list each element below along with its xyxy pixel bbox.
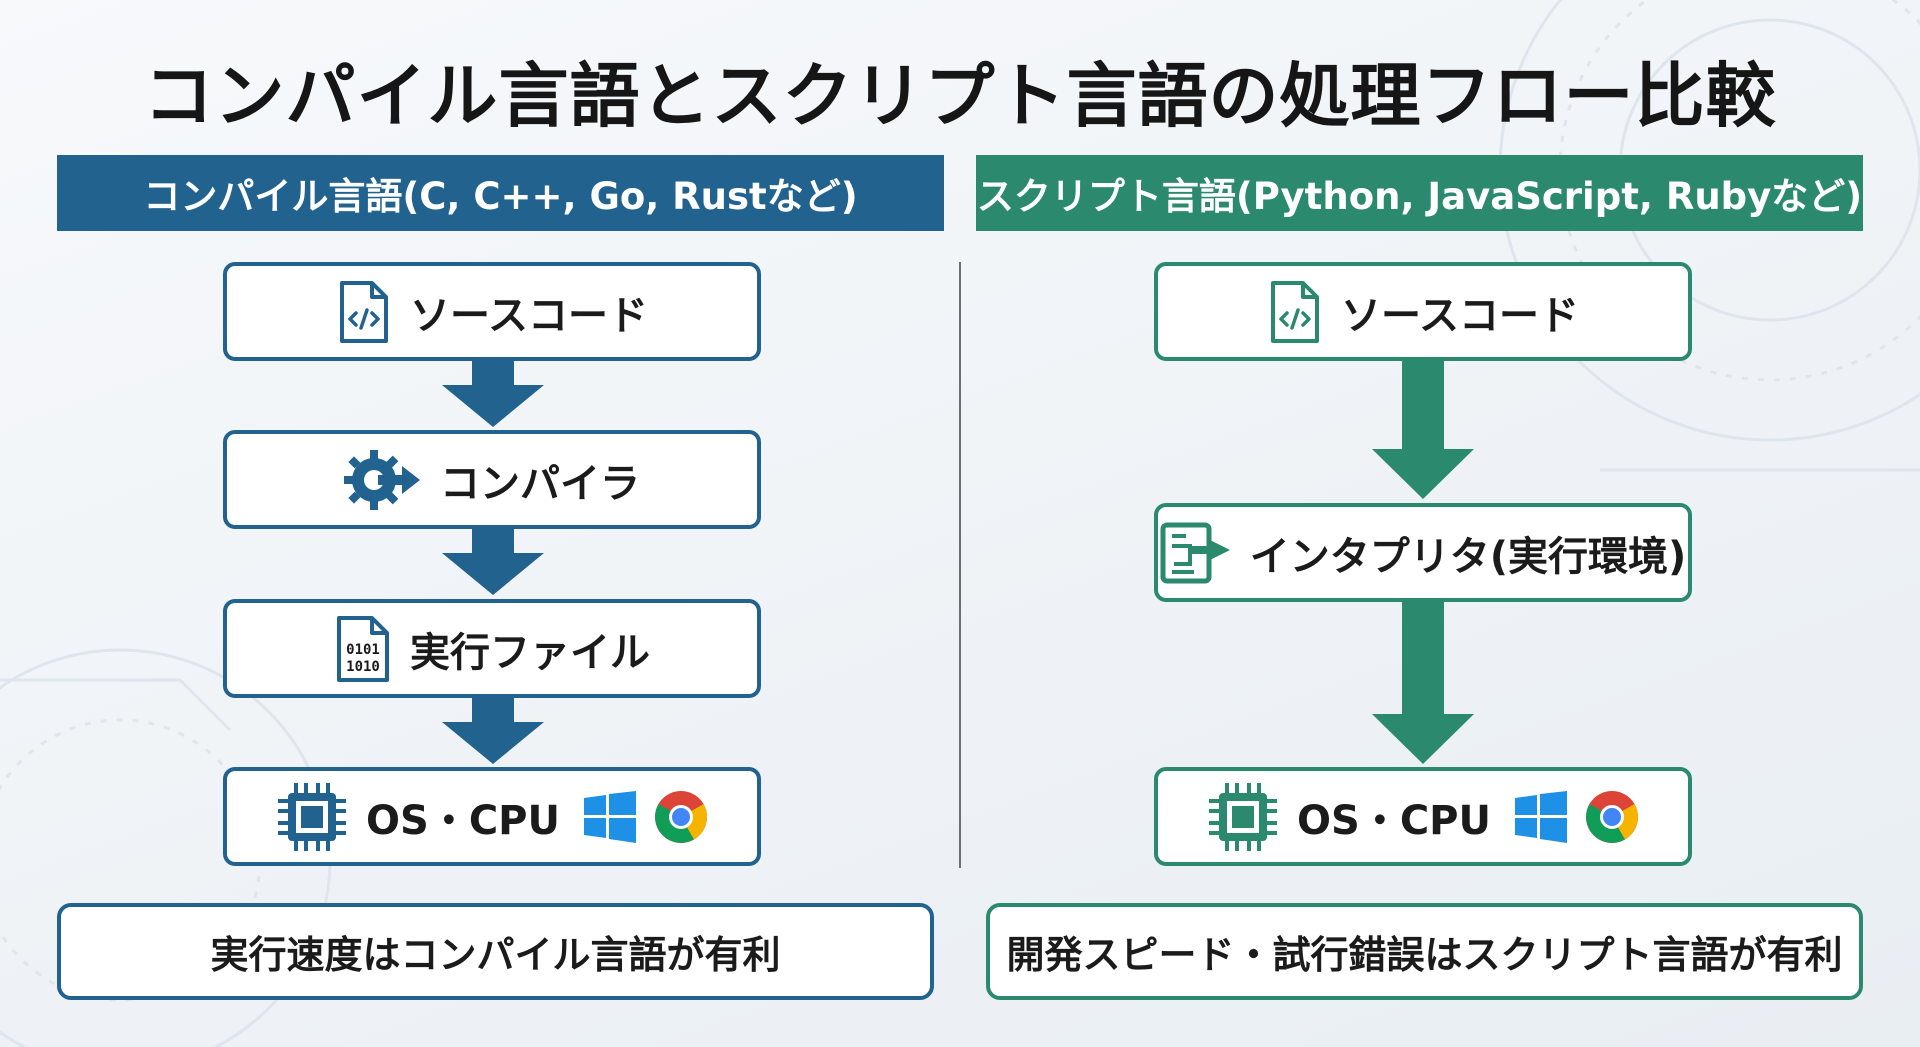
script-step-os-cpu: OS・CPU: [1154, 767, 1692, 866]
script-arrow-1: [1372, 361, 1474, 499]
compiled-step-os-cpu: OS・CPU: [223, 767, 761, 866]
chrome-logo-icon: [654, 790, 708, 844]
script-step-source: ソースコード: [1154, 262, 1692, 361]
page-title: コンパイル言語とスクリプト言語の処理フロー比較: [143, 55, 1777, 137]
windows-logo-icon: [583, 790, 636, 843]
compiled-arrow-2: [442, 529, 544, 595]
script-step-source-label: ソースコード: [1341, 292, 1579, 339]
script-column-header: スクリプト言語(Python, JavaScript, Rubyなど): [976, 155, 1863, 231]
script-summary: 開発スピード・試行錯誤はスクリプト言語が有利: [986, 903, 1863, 1000]
script-step-interpreter-label: インタプリタ(実行環境): [1249, 533, 1687, 580]
cpu-chip-icon: [1207, 781, 1279, 853]
compiled-step-source: ソースコード: [223, 262, 761, 361]
compiled-step-os-cpu-label: OS・CPU: [366, 797, 560, 844]
binary-line-1: 0101: [346, 642, 380, 658]
gear-arrow-icon: [344, 448, 422, 512]
compiled-arrow-3: [442, 698, 544, 764]
compiled-summary: 実行速度はコンパイル言語が有利: [57, 903, 934, 1000]
code-file-icon: [336, 279, 392, 345]
compiled-arrow-1: [442, 361, 544, 427]
cpu-chip-icon: [276, 781, 348, 853]
compiled-step-compiler-label: コンパイラ: [440, 460, 640, 507]
script-step-os-cpu-label: OS・CPU: [1297, 797, 1491, 844]
code-file-icon: [1267, 279, 1323, 345]
binary-line-2: 1010: [346, 659, 380, 675]
column-divider: [959, 262, 961, 868]
script-step-interpreter: インタプリタ(実行環境): [1154, 503, 1692, 602]
windows-logo-icon: [1514, 790, 1567, 843]
chrome-logo-icon: [1585, 790, 1639, 844]
compiled-step-executable: 0101 1010 実行ファイル: [223, 599, 761, 698]
compiled-step-executable-label: 実行ファイル: [410, 629, 650, 676]
binary-file-icon: 0101 1010: [334, 614, 392, 684]
compiled-step-compiler: コンパイラ: [223, 430, 761, 529]
interpreter-flow-icon: [1160, 522, 1232, 584]
compiled-step-source-label: ソースコード: [410, 292, 648, 339]
script-arrow-2: [1372, 602, 1474, 764]
compiled-column-header: コンパイル言語(C, C++, Go, Rustなど): [57, 155, 944, 231]
